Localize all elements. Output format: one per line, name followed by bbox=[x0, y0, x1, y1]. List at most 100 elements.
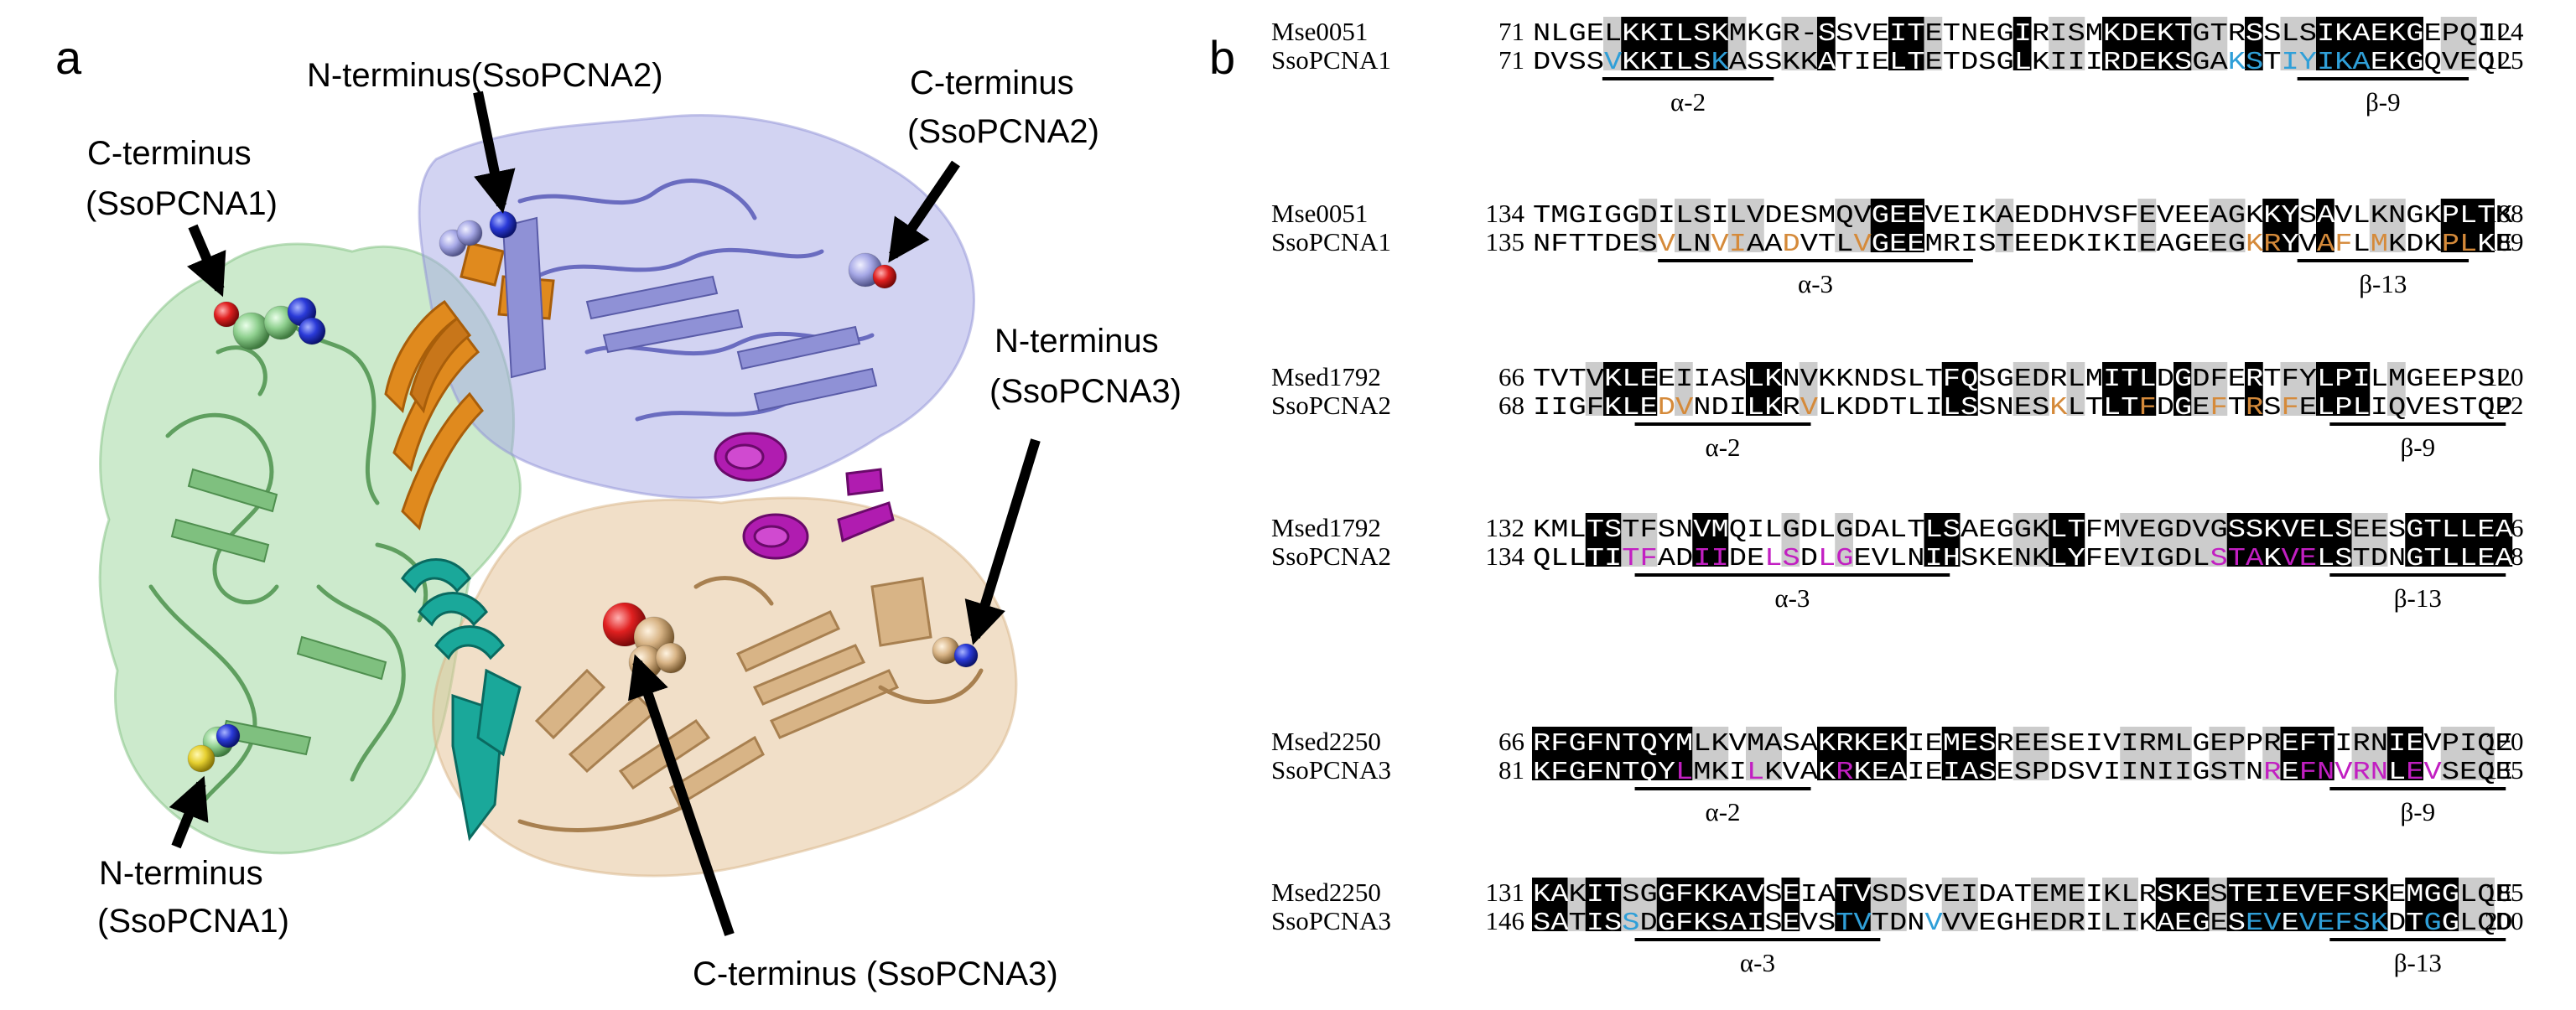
residue-shade bbox=[1585, 878, 1604, 931]
sequence-start: 134 bbox=[1486, 541, 1525, 571]
sequence-start: 146 bbox=[1486, 906, 1525, 935]
residue-shade bbox=[2262, 513, 2281, 567]
residue-shade bbox=[2387, 362, 2406, 416]
residue-shade bbox=[2137, 199, 2157, 252]
residue-shade bbox=[2137, 513, 2157, 567]
residue-shade bbox=[1781, 17, 1800, 70]
residue-shade bbox=[1675, 727, 1693, 780]
c-terminus-pcna2-atoms bbox=[848, 252, 897, 289]
sequence-end: 125 bbox=[2485, 45, 2524, 75]
residue-shade bbox=[2262, 727, 2281, 780]
secondary-structure-label: β-13 bbox=[2394, 583, 2442, 613]
residue-shade bbox=[2226, 727, 2246, 780]
residue-shade bbox=[2012, 17, 2032, 70]
secondary-structure-label: α-2 bbox=[1670, 87, 1706, 117]
sequence-start: 81 bbox=[1498, 755, 1524, 785]
sequence-end: 120 bbox=[2485, 727, 2524, 756]
arrow-n-term-pcna3 bbox=[964, 438, 1041, 645]
sequence-start: 71 bbox=[1498, 17, 1524, 46]
residue-shade bbox=[2245, 17, 2263, 70]
residue-shade bbox=[1603, 362, 1622, 416]
residue-shade bbox=[2245, 362, 2263, 416]
residue-shade bbox=[2191, 878, 2210, 931]
arrow-c-term-pcna3 bbox=[628, 654, 735, 936]
residue-shade bbox=[1639, 17, 1658, 70]
residue-shade bbox=[1888, 17, 1907, 70]
sequence-start: 71 bbox=[1498, 45, 1524, 75]
residue-shade bbox=[1906, 17, 1924, 70]
sequence-end: 186 bbox=[2485, 513, 2524, 542]
residue-shade bbox=[1995, 199, 2014, 252]
residue-shade bbox=[1852, 878, 1872, 931]
residue-shade bbox=[1924, 513, 1943, 567]
sequence-name: SsoPCNA3 bbox=[1271, 906, 1391, 935]
residue-shade bbox=[2031, 878, 2049, 931]
residue-shade bbox=[2280, 17, 2299, 70]
residue-shade bbox=[2387, 199, 2406, 252]
sequence-end: 188 bbox=[2485, 541, 2524, 571]
residue-shade bbox=[2316, 878, 2334, 931]
residue-shade bbox=[1675, 17, 1693, 70]
residue-shade bbox=[2280, 199, 2299, 252]
label-n-term-pcna1: N-terminus bbox=[99, 855, 263, 892]
sequence-name: SsoPCNA2 bbox=[1271, 541, 1391, 571]
residue-shade bbox=[2155, 17, 2174, 70]
residue-shade bbox=[2209, 727, 2228, 780]
residue-shade bbox=[1639, 362, 1658, 416]
sequence-name: Msed2250 bbox=[1271, 727, 1381, 756]
residue-shade bbox=[1710, 17, 1729, 70]
residue-shade bbox=[1639, 878, 1658, 931]
residue-shade bbox=[1567, 878, 1587, 931]
residue-shade bbox=[2012, 513, 2032, 567]
residue-shade bbox=[2440, 727, 2459, 780]
residue-shade bbox=[1603, 17, 1622, 70]
c-terminus-pcna1-atoms bbox=[213, 297, 326, 350]
residue-shade bbox=[2334, 878, 2352, 931]
residue-shade bbox=[2226, 513, 2246, 567]
residue-shade bbox=[2262, 878, 2281, 931]
residue-shade bbox=[1675, 199, 1693, 252]
residue-shade bbox=[2351, 17, 2371, 70]
residue-shade bbox=[2459, 17, 2477, 70]
residue-shade bbox=[2423, 513, 2442, 567]
residue-shade bbox=[1835, 199, 1853, 252]
residue-shade bbox=[1888, 727, 1907, 780]
residue-shade bbox=[1692, 199, 1711, 252]
residue-shade bbox=[1585, 362, 1604, 416]
secondary-structure-label: β-13 bbox=[2394, 948, 2442, 977]
sequence-start: 66 bbox=[1498, 362, 1524, 391]
arrow-c-term-pcna2 bbox=[888, 160, 960, 263]
residue-shade bbox=[1550, 878, 1568, 931]
residue-shade bbox=[2191, 362, 2210, 416]
residue-shade bbox=[2476, 727, 2495, 780]
residue-shade bbox=[1603, 878, 1622, 931]
sequence-end: 120 bbox=[2485, 362, 2524, 391]
residue-shade bbox=[1763, 727, 1782, 780]
residue-shade bbox=[1692, 513, 1711, 567]
residue-shade bbox=[2102, 17, 2121, 70]
residue-shade bbox=[1692, 17, 1711, 70]
residue-shade bbox=[2209, 513, 2228, 567]
residue-shade bbox=[1585, 727, 1604, 780]
residue-shade bbox=[2174, 727, 2192, 780]
residue-shade bbox=[1692, 727, 1711, 780]
residue-shade bbox=[2066, 513, 2085, 567]
residue-shade bbox=[1656, 878, 1675, 931]
residue-shade bbox=[2049, 513, 2067, 567]
residue-shade bbox=[2137, 17, 2157, 70]
residue-shade bbox=[2423, 878, 2442, 931]
residue-shade bbox=[2298, 17, 2317, 70]
annotation-labels: N-terminus(SsoPCNA2) C-terminus (SsoPCNA… bbox=[86, 57, 1182, 992]
residue-shade bbox=[2369, 199, 2388, 252]
residue-shade bbox=[2155, 513, 2174, 567]
arrow-n-term-pcna1 bbox=[169, 775, 209, 849]
sequence-end: 124 bbox=[2485, 17, 2524, 46]
residue-shade bbox=[1835, 878, 1853, 931]
residue-shade bbox=[2102, 878, 2121, 931]
residue-shade bbox=[2316, 199, 2334, 252]
residue-shade bbox=[1639, 199, 1658, 252]
residue-shade bbox=[2262, 199, 2281, 252]
sequence-start: 131 bbox=[1486, 878, 1525, 907]
